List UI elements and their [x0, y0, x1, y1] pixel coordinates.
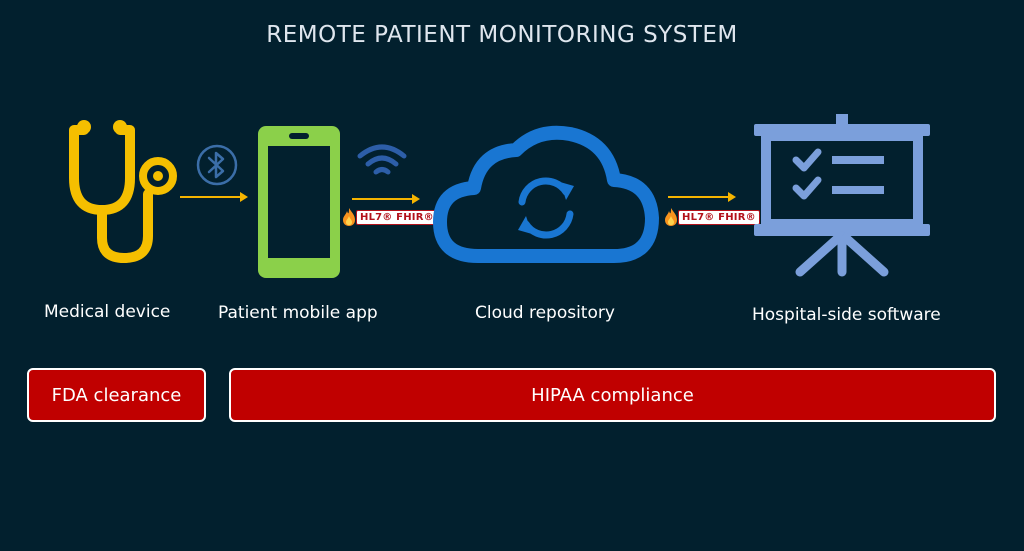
arrow-app-to-cloud: [352, 194, 420, 204]
smartphone-icon: [258, 126, 340, 278]
wifi-icon: [357, 144, 407, 175]
label-medical-device: Medical device: [44, 302, 171, 322]
cloud-sync-icon: [433, 125, 659, 263]
label-cloud-repository: Cloud repository: [475, 303, 615, 323]
flame-icon: [665, 208, 677, 226]
label-hospital-software: Hospital-side software: [752, 305, 941, 325]
arrow-device-to-app: [180, 192, 248, 202]
bluetooth-icon: [196, 144, 238, 186]
hl7-fhir-badge: HL7® FHIR®: [664, 206, 760, 228]
flame-icon: [343, 208, 355, 226]
arrow-cloud-to-hospital: [668, 192, 736, 202]
label-patient-mobile-app: Patient mobile app: [218, 303, 378, 323]
diagram-title: REMOTE PATIENT MONITORING SYSTEM: [266, 22, 738, 48]
hl7-fhir-badge: HL7® FHIR®: [342, 206, 438, 228]
stethoscope-icon: [69, 120, 177, 263]
presentation-board-icon: [754, 114, 930, 277]
hl7-fhir-label: HL7® FHIR®: [678, 209, 760, 225]
hipaa-compliance-box: HIPAA compliance: [229, 368, 996, 422]
fda-clearance-box: FDA clearance: [27, 368, 206, 422]
hl7-fhir-label: HL7® FHIR®: [356, 209, 438, 225]
